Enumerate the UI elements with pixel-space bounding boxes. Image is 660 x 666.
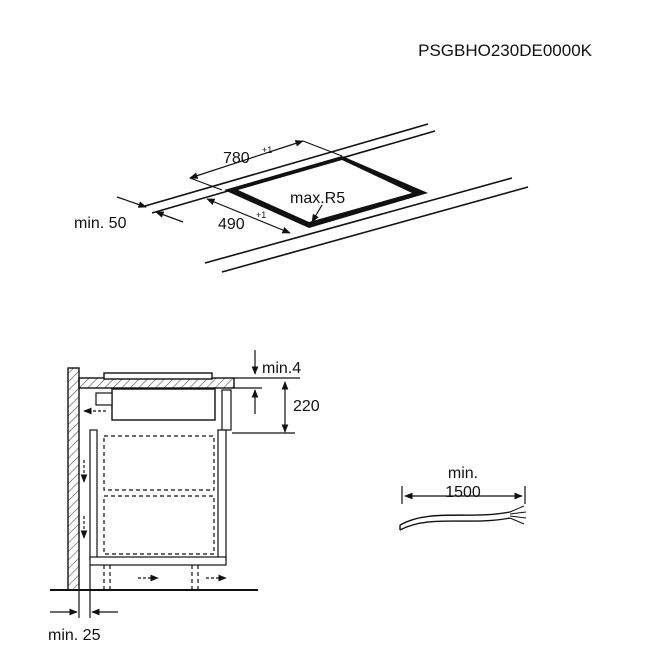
cabinet-panel <box>221 389 232 431</box>
cable-length-label-line2: 1500 <box>445 484 481 501</box>
power-cable <box>399 505 527 531</box>
edge-distance-arrow-left <box>116 196 147 208</box>
corner-radius-arrow <box>311 204 323 223</box>
hob-glass <box>103 372 213 380</box>
outlet-duct <box>95 392 113 406</box>
wall-gap-label: min. 25 <box>48 627 101 644</box>
cutout-width-label: 780 <box>223 150 250 167</box>
cabinet-section-view <box>50 367 258 591</box>
wall-gap-dimension <box>50 565 118 618</box>
back-panel <box>89 429 98 561</box>
corner-radius-label: max.R5 <box>290 190 345 207</box>
cable-length-label-line1: min. <box>448 465 478 482</box>
model-code: PSGBHO230DE0000K <box>418 41 593 60</box>
edge-distance-arrow-right <box>155 211 184 223</box>
cabinet-bottom <box>89 556 227 566</box>
drawer-upper <box>103 435 215 491</box>
cutout-width-tolerance: +1 <box>262 145 272 155</box>
cabinet-front <box>217 429 227 561</box>
cutout-depth-tolerance: +1 <box>256 210 266 220</box>
unit-height-dimension <box>232 381 295 434</box>
worktop-front-edge-outer <box>204 177 513 264</box>
cutout-depth-label: 490 <box>218 216 245 233</box>
drawer-lower <box>103 495 215 555</box>
airflow-arrows <box>80 407 227 582</box>
hob-body <box>111 388 216 421</box>
edge-distance-label: min. 50 <box>74 215 127 232</box>
top-gap-label: min.4 <box>262 360 301 377</box>
cable-length-dimension <box>401 486 526 504</box>
top-gap-dimension <box>234 350 300 414</box>
cutout-depth-dimension <box>206 198 291 234</box>
cutout-width-dimension <box>189 140 343 191</box>
wall <box>67 367 80 591</box>
unit-height-label: 220 <box>293 398 320 415</box>
worktop-front-edge-inner <box>221 186 529 273</box>
